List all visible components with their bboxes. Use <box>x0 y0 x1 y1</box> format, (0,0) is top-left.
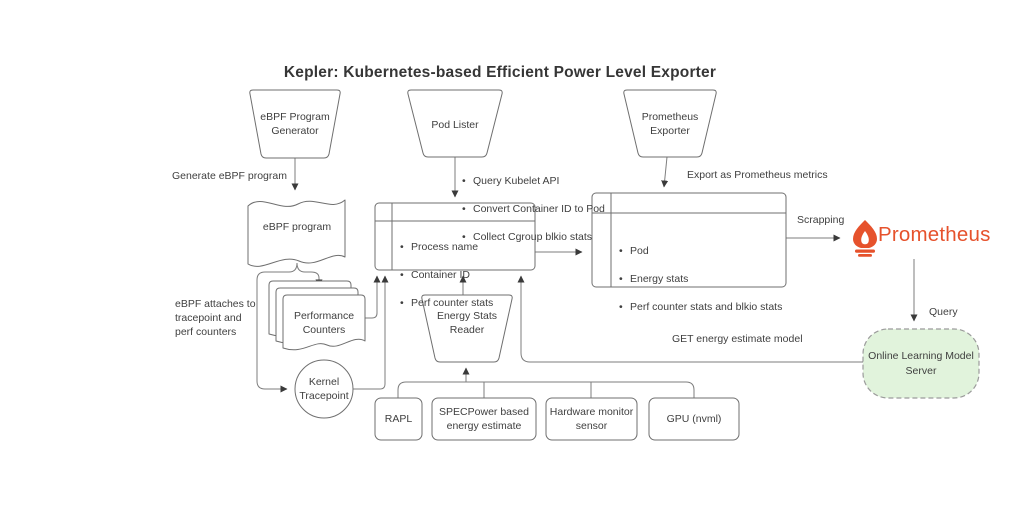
list-item: Perf counter stats and blkio stats <box>619 300 784 314</box>
edge-label-get-model: GET energy estimate model <box>672 333 803 345</box>
ebpf-program-generator-shape <box>249 89 341 159</box>
process-stats-list: Process name Container ID Perf counter s… <box>400 226 532 324</box>
gpu-shape <box>648 397 740 441</box>
edge-label-export-metrics: Export as Prometheus metrics <box>687 169 828 181</box>
hardware-monitor-label: Hardware monitor sensor <box>549 405 634 432</box>
list-item: Query Kubelet API <box>462 174 642 188</box>
kernel-tracepoint-shape <box>294 359 354 419</box>
edge-label-query: Query <box>929 306 958 318</box>
ebpf-program-shape <box>247 199 346 267</box>
pod-lister-label: Pod Lister <box>431 119 479 131</box>
performance-counters-shape-front <box>282 294 366 351</box>
list-item: Container ID <box>400 268 532 282</box>
ebpf-program-label: eBPF program <box>262 221 332 233</box>
prometheus-flame-icon <box>853 220 877 257</box>
pod-stats-list: Pod Energy stats Perf counter stats and … <box>619 230 784 328</box>
pod-lister-notes: Query Kubelet API Convert Container ID t… <box>462 160 642 258</box>
edge-label-scrapping: Scrapping <box>797 214 845 226</box>
prometheus-exporter-shape <box>623 89 717 158</box>
performance-counters-label: Performance Counters <box>293 310 355 337</box>
connector-sensor-bus <box>397 381 695 398</box>
energy-stats-reader-label: Energy Stats Reader <box>436 310 498 337</box>
online-learning-model-server-shape <box>862 328 980 399</box>
list-item: Convert Container ID to Pod <box>462 202 642 216</box>
connector-perfcounters-to-process-box <box>365 275 381 319</box>
list-item: Pod <box>619 244 784 258</box>
list-item: Collect Cgroup blkio stats <box>462 230 642 244</box>
prometheus-exporter-label: Prometheus Exporter <box>641 111 699 138</box>
connector-ebpf-to-kernel-tracepoint <box>256 262 298 393</box>
rapl-label: RAPL <box>384 412 413 425</box>
ebpf-program-generator-label: eBPF Program Generator <box>260 111 330 138</box>
specpower-label: SPECPower based energy estimate <box>439 405 529 432</box>
connector-ebpf-to-performance-counters <box>296 262 323 287</box>
specpower-shape <box>431 397 537 441</box>
edge-label-ebpf-attaches: eBPF attaches to tracepoint and perf cou… <box>175 298 256 339</box>
connector-modelserver-to-process-box <box>517 275 863 363</box>
online-learning-model-server-label: Online Learning Model Server <box>868 350 974 377</box>
connector-tracepoint-to-process-box <box>353 275 389 390</box>
connector-exporter-to-pod-box <box>661 156 669 188</box>
gpu-label: GPU (nvml) <box>666 412 722 425</box>
hardware-monitor-shape <box>545 397 638 441</box>
edge-label-generate-ebpf-program: Generate eBPF program <box>172 170 287 182</box>
list-item: Perf counter stats <box>400 296 532 310</box>
rapl-shape <box>374 397 423 441</box>
list-item: Energy stats <box>619 272 784 286</box>
kernel-tracepoint-label: Kernel Tracepoint <box>299 376 349 403</box>
prometheus-wordmark: Prometheus <box>878 223 991 246</box>
diagram-title: Kepler: Kubernetes-based Efficient Power… <box>283 64 717 81</box>
pod-lister-shape <box>407 89 503 158</box>
